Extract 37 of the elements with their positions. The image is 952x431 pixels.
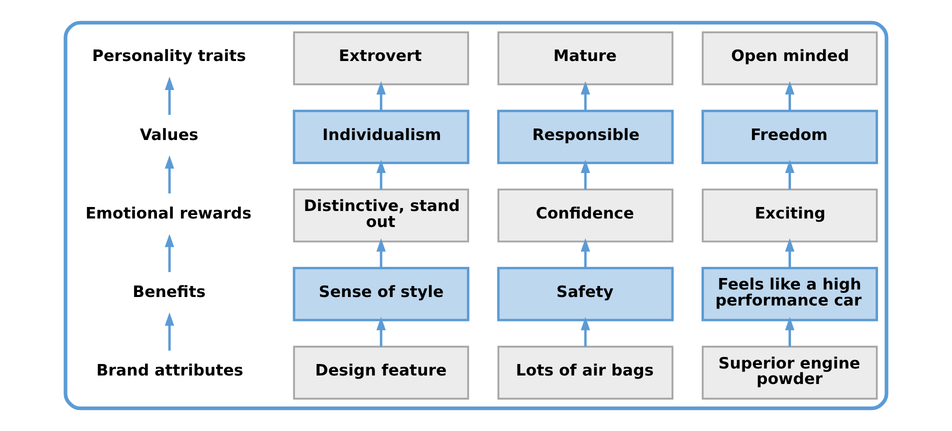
node-box: Lots of air bags [497, 346, 674, 400]
node-box: Distinctive, stand out [293, 188, 470, 242]
arrow [376, 316, 386, 347]
arrow [164, 155, 174, 194]
node-box: Extrovert [293, 31, 470, 86]
node-text: Personality traits [92, 46, 246, 66]
node-box: Mature [497, 31, 674, 86]
arrow [580, 160, 590, 190]
arrow [580, 238, 590, 268]
arrow [580, 316, 590, 347]
node-text: Values [140, 124, 198, 144]
node-box: Feels like a high performance car [702, 266, 878, 322]
arrow [785, 81, 794, 111]
node-box: Individualism [292, 110, 470, 164]
arrow [785, 160, 794, 190]
node-box: Design feature [293, 346, 470, 400]
arrow [376, 81, 386, 111]
arrow [376, 160, 386, 190]
arrow [785, 238, 794, 268]
arrow [785, 316, 794, 347]
node-box: Confidence [497, 188, 674, 242]
node-text: Benefits [132, 282, 206, 301]
arrow [164, 234, 174, 272]
node-text: Emotional rewards [85, 203, 252, 222]
arrow [580, 81, 590, 111]
node-box: Superior engine powder [702, 346, 878, 400]
node-box: Freedom [702, 110, 878, 164]
node-box: Safety [497, 266, 674, 322]
arrow [164, 312, 174, 351]
arrow [376, 238, 386, 268]
node-box: Open minded [702, 31, 878, 86]
node-text: Brand attributes [96, 360, 244, 380]
node-box: Exciting [702, 188, 878, 242]
node-box: Sense of style [292, 266, 470, 322]
arrow [164, 76, 174, 115]
node-box: Responsible [497, 110, 674, 164]
cluster [64, 20, 888, 410]
